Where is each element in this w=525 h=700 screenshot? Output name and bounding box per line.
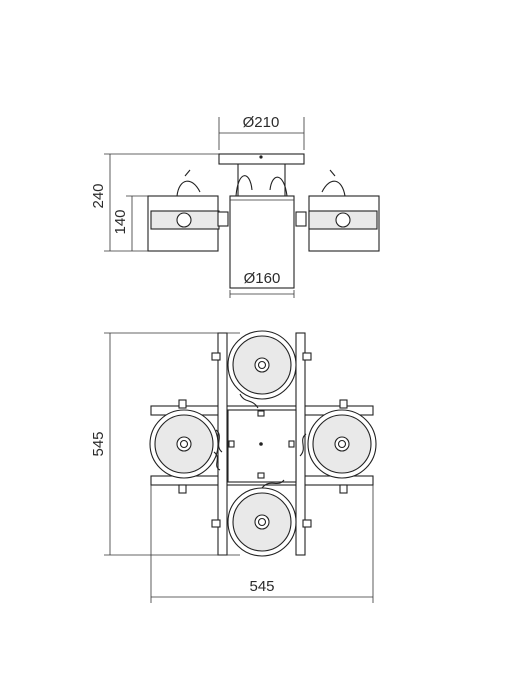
body-screw [257, 410, 265, 417]
total-height-label: 240 [90, 183, 107, 208]
spot-left [149, 409, 223, 479]
shade-pivot-left [176, 212, 192, 228]
frame-clip [211, 352, 221, 361]
cable-loop [269, 176, 288, 197]
plan-depth-dimension: 545 [90, 332, 240, 556]
top-diameter-label: Ø210 [243, 114, 280, 131]
frame-clip [178, 399, 187, 409]
frame-clip [302, 519, 312, 528]
central-body [229, 195, 295, 289]
cable-clip [184, 169, 191, 177]
total-height-dimension: 240 [90, 153, 219, 252]
shade-connector-right [295, 211, 307, 227]
body-screw [288, 440, 295, 448]
body-screw [228, 440, 235, 448]
body-diameter-label: Ø160 [244, 270, 281, 287]
spot-top [227, 330, 297, 409]
frame-clip [339, 484, 348, 494]
shade-connector-left [217, 211, 229, 227]
canopy-screw [259, 155, 263, 159]
cable-loop [321, 180, 346, 197]
ceiling-canopy [218, 153, 305, 165]
frame-clip [339, 399, 348, 409]
cable-loop [176, 180, 201, 197]
spot-right [299, 409, 377, 479]
body-diameter-dimension: Ø160 [229, 270, 295, 298]
plan-center-point [259, 442, 263, 446]
cable-loop [235, 175, 253, 197]
plan-depth-label: 545 [90, 431, 107, 456]
plan-width-dimension: 545 [150, 485, 374, 603]
spot-bottom [227, 479, 297, 557]
shade-height-label: 140 [112, 209, 129, 234]
plan-view: 545 545 [90, 330, 377, 603]
plan-central-body [227, 409, 297, 483]
shade-pivot-right [335, 212, 351, 228]
side-elevation-view: Ø210 240 [90, 114, 380, 298]
shade-height-dimension: 140 [112, 195, 148, 251]
frame-clip [302, 352, 312, 361]
frame-clip [178, 484, 187, 494]
plan-width-label: 545 [249, 578, 274, 595]
top-diameter-dimension: Ø210 [218, 114, 305, 150]
frame-clip [211, 519, 221, 528]
body-screw [257, 472, 265, 479]
cable-clip [329, 169, 336, 177]
